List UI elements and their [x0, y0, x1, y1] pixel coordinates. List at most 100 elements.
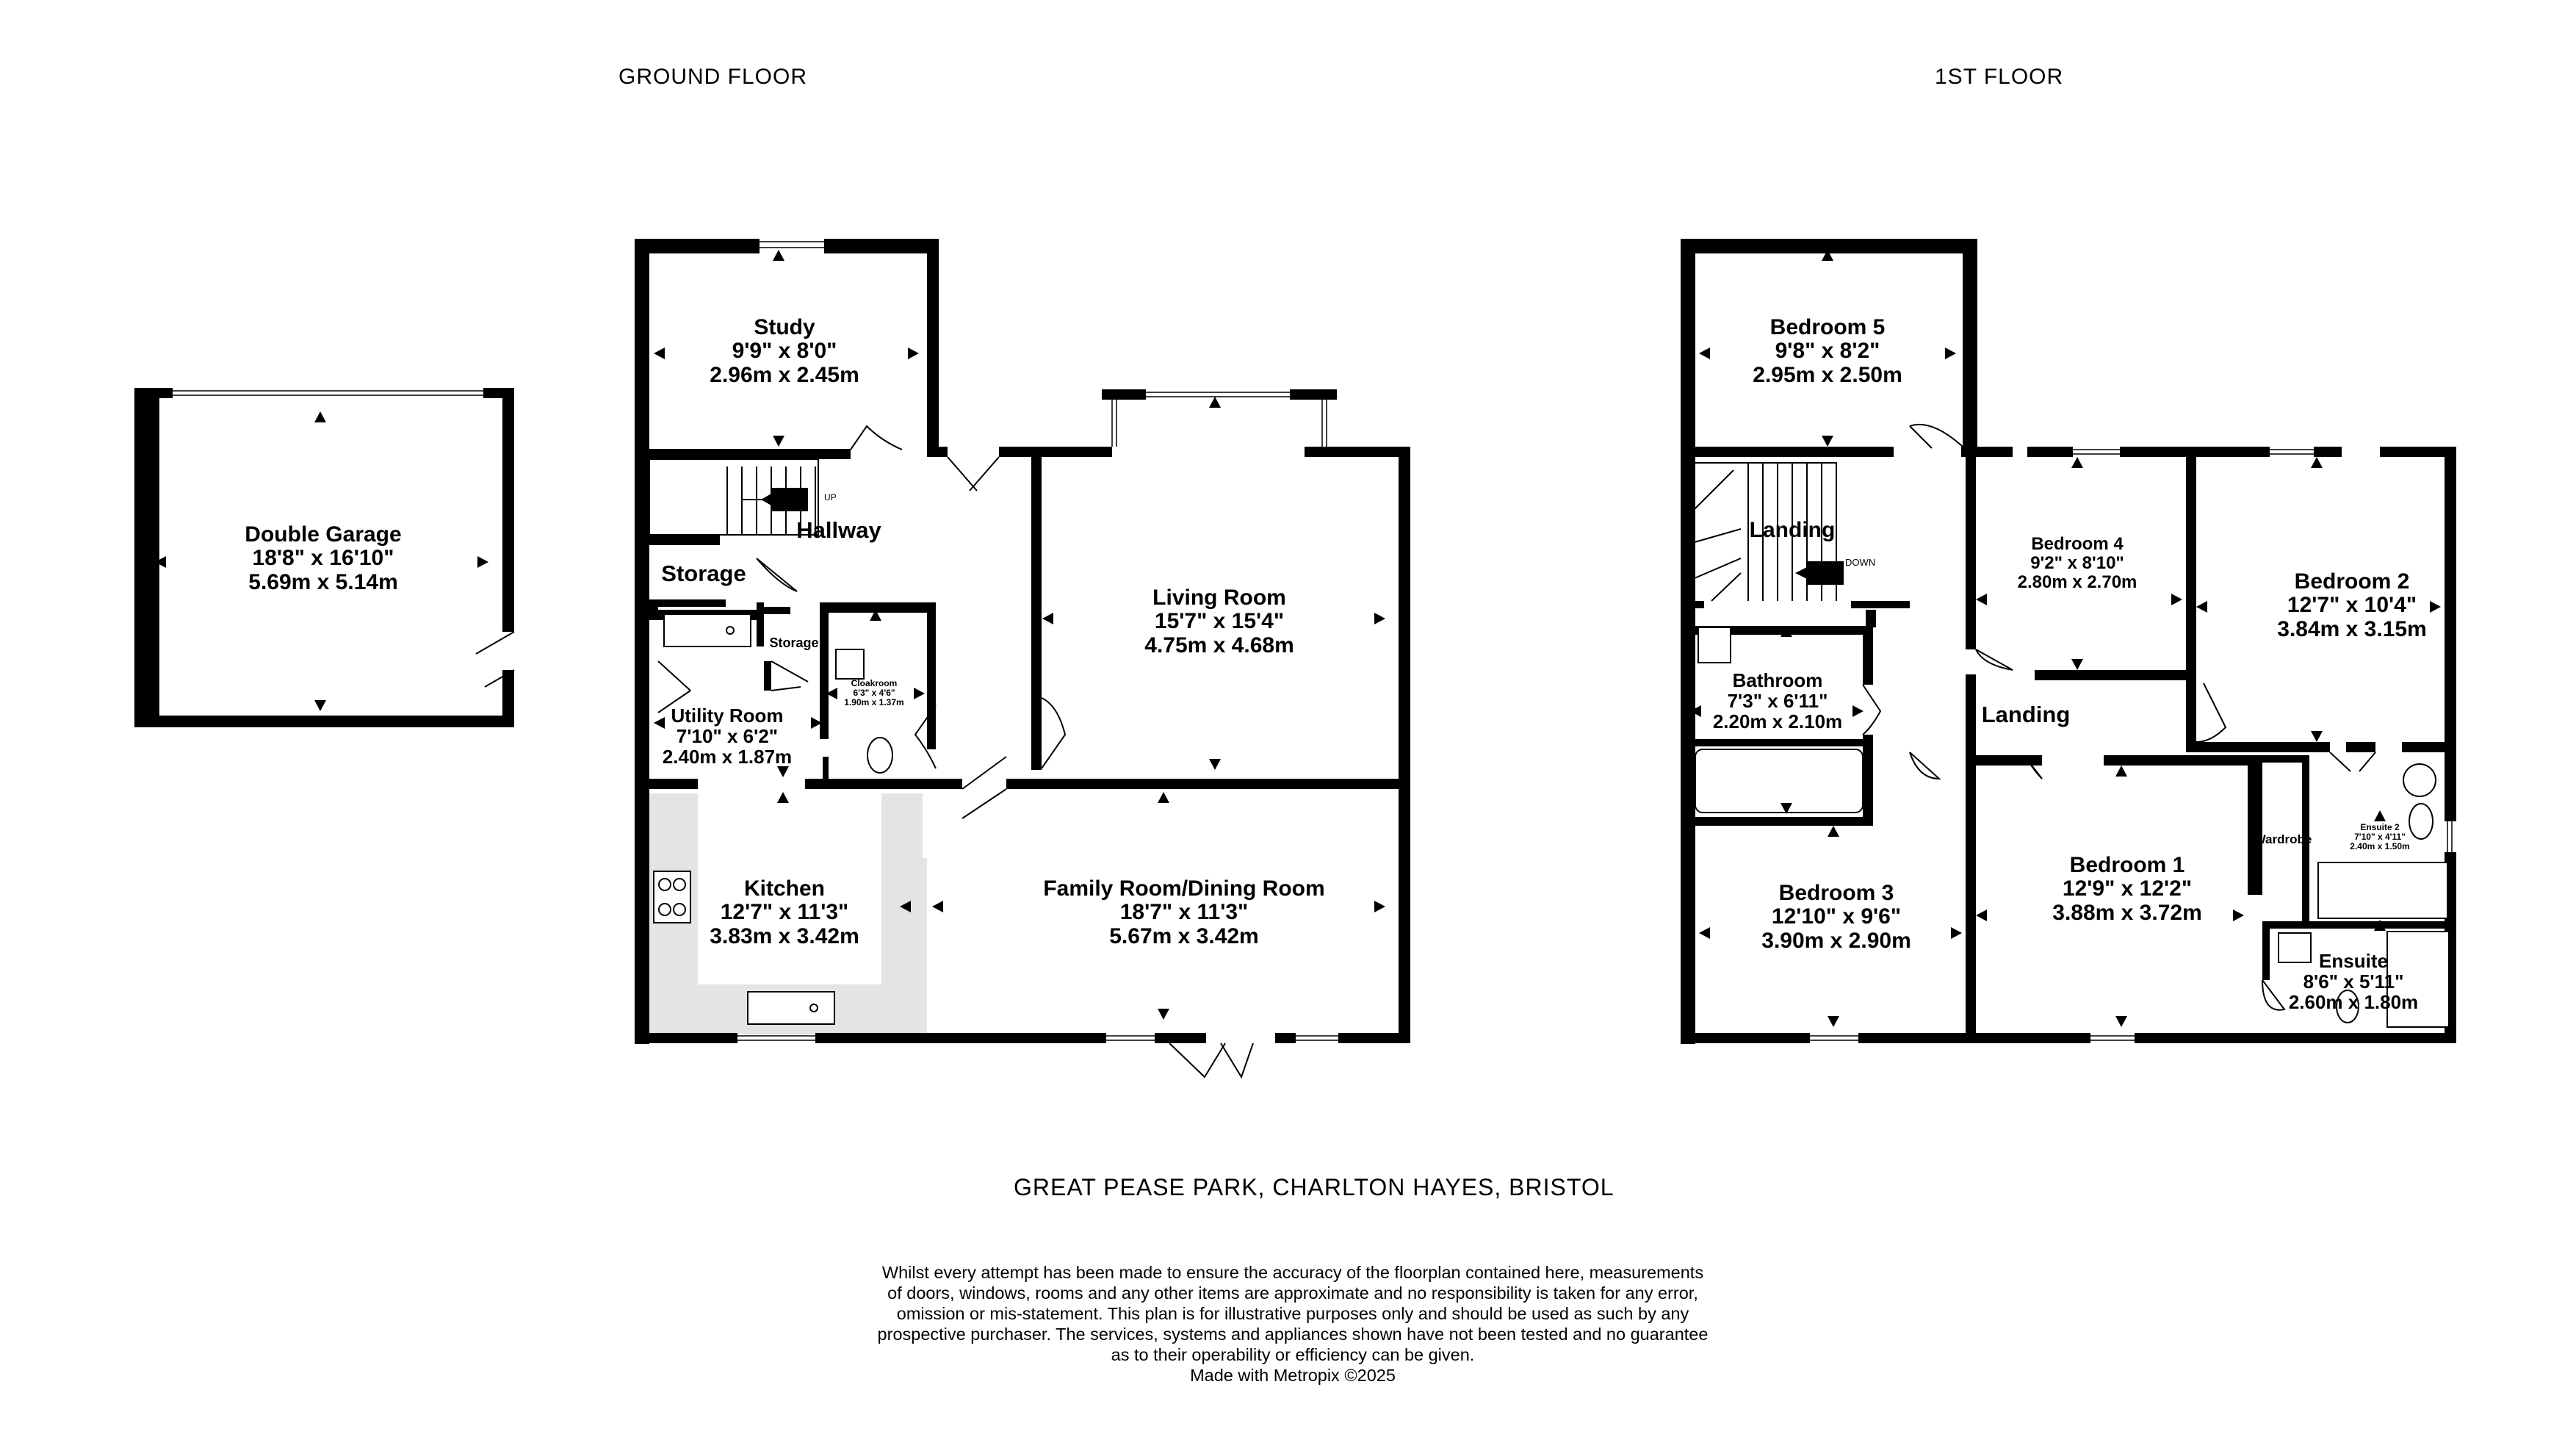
room-storage-small: Storage [769, 635, 819, 650]
room-metric: 5.67m x 3.42m [1109, 923, 1259, 948]
room-ensuite: Ensuite 8'6" x 5'11" 2.60m x 1.80m [2289, 951, 2418, 1012]
room-name: Bedroom 2 [2294, 569, 2410, 594]
disclaimer-line: Whilst every attempt has been made to en… [881, 1263, 1704, 1282]
room-name: Bedroom 1 [2069, 853, 2185, 877]
room-name: Landing [1749, 518, 1836, 542]
room-bedroom-5: Bedroom 5 9'8" x 8'2" 2.95m x 2.50m [1753, 315, 1902, 387]
stair-down-label: DOWN [1845, 557, 1876, 568]
disclaimer-line: omission or mis-statement. This plan is … [896, 1304, 1689, 1323]
room-metric: 3.90m x 2.90m [1761, 928, 1911, 953]
room-metric: 2.40m x 1.87m [662, 746, 793, 768]
staircase-first [1689, 462, 1837, 602]
room-hallway: Hallway [796, 517, 881, 543]
room-name: Living Room [1152, 586, 1286, 610]
room-kitchen: Kitchen 12'7" x 11'3" 3.83m x 3.42m [710, 876, 859, 948]
room-wardrobe: Wardrobe [2254, 832, 2312, 846]
room-imperial: 6'3" x 4'6" [853, 687, 895, 698]
room-utility: Utility Room 7'10" x 6'2" 2.40m x 1.87m [663, 705, 792, 767]
kitchen-sink [747, 991, 835, 1025]
room-metric: 4.75m x 4.68m [1144, 633, 1294, 658]
kitchen-hob [653, 871, 691, 923]
room-living: Living Room 15'7" x 15'4" 4.75m x 4.68m [1144, 586, 1294, 658]
room-name: Bedroom 3 [1778, 881, 1894, 905]
room-metric: 1.90m x 1.37m [844, 696, 904, 707]
room-name: Study [754, 315, 815, 339]
room-bedroom-4: Bedroom 4 9'2" x 8'10" 2.80m x 2.70m [2018, 535, 2137, 592]
bath [1695, 749, 1864, 813]
room-imperial: 8'6" x 5'11" [2303, 970, 2404, 993]
room-name: Storage [661, 561, 746, 586]
dimension-arrows [155, 250, 2441, 1027]
room-metric: 2.20m x 2.10m [1712, 710, 1843, 733]
room-metric: 3.83m x 3.42m [710, 923, 859, 948]
room-name: Bedroom 5 [1769, 315, 1886, 339]
room-name: Storage [769, 635, 819, 650]
room-bedroom-1: Bedroom 1 12'9" x 12'2" 3.88m x 3.72m [2052, 853, 2202, 925]
room-imperial: 15'7" x 15'4" [1154, 609, 1285, 634]
room-metric: 3.88m x 3.72m [2052, 900, 2202, 925]
stair-up-label: UP [824, 492, 837, 503]
kitchen-floor-cutout [698, 793, 881, 984]
room-ensuite-2: Ensuite 2 7'10" x 4'11" 2.40m x 1.50m [2350, 823, 2409, 851]
room-imperial: 12'7" x 11'3" [720, 900, 849, 925]
property-address: GREAT PEASE PARK, CHARLTON HAYES, BRISTO… [1014, 1174, 1614, 1200]
room-imperial: 12'10" x 9'6" [1771, 904, 1902, 929]
room-name: Hallway [796, 517, 881, 543]
room-name: Bedroom 4 [2031, 534, 2124, 554]
disclaimer: Whilst every attempt has been made to en… [845, 1262, 1741, 1386]
doors [475, 423, 2376, 1079]
utility-sink [663, 613, 751, 647]
room-metric: 2.80m x 2.70m [2017, 572, 2137, 592]
room-bedroom-3: Bedroom 3 12'10" x 9'6" 3.90m x 2.90m [1761, 881, 1911, 953]
stair-up-arrow [761, 488, 808, 511]
disclaimer-line: of doors, windows, rooms and any other i… [887, 1283, 1698, 1303]
room-metric: 2.95m x 2.50m [1753, 362, 1902, 387]
room-metric: 2.40m x 1.50m [2350, 840, 2410, 851]
cloakroom-toilet [867, 737, 893, 774]
ground-floor-title: GROUND FLOOR [618, 65, 808, 89]
stair-down-arrow [1795, 561, 1844, 585]
credit: Made with Metropix ©2025 [1190, 1366, 1396, 1385]
room-cloakroom: Cloakroom 6'3" x 4'6" 1.90m x 1.37m [844, 679, 903, 707]
room-storage: Storage [661, 561, 746, 586]
room-name: Wardrobe [2254, 832, 2312, 846]
disclaimer-line: prospective purchaser. The services, sys… [877, 1325, 1709, 1344]
fixtures [653, 613, 2450, 1028]
room-metric: 2.96m x 2.45m [710, 362, 859, 387]
first-floor-walls [1681, 239, 2456, 1044]
room-landing-upper: Landing [1749, 518, 1836, 542]
room-imperial: 9'9" x 8'0" [732, 339, 837, 364]
room-metric: 5.69m x 5.14m [248, 569, 398, 594]
room-imperial: 7'10" x 4'11" [2354, 831, 2406, 842]
room-name: Family Room/Dining Room [1043, 876, 1325, 901]
room-family-dining: Family Room/Dining Room 18'7" x 11'3" 5.… [1043, 876, 1325, 948]
room-imperial: 7'3" x 6'11" [1727, 690, 1828, 713]
room-imperial: 7'10" x 6'2" [676, 725, 779, 748]
room-name: Bathroom [1732, 669, 1823, 691]
room-bedroom-2: Bedroom 2 12'7" x 10'4" 3.84m x 3.15m [2277, 569, 2427, 641]
room-metric: 2.60m x 1.80m [2288, 991, 2419, 1014]
room-name: Landing [1981, 702, 2071, 727]
room-double-garage: Double Garage 18'8" x 16'10" 5.69m x 5.1… [245, 522, 402, 594]
windows [173, 241, 2453, 1041]
room-imperial: 9'2" x 8'10" [2030, 552, 2124, 573]
room-name: Ensuite 2 [2360, 822, 2400, 832]
room-name: Kitchen [743, 876, 826, 901]
room-name: Double Garage [245, 522, 402, 547]
shower-tray [2317, 862, 2448, 919]
room-landing-main: Landing [1982, 702, 2071, 727]
room-name: Ensuite [2319, 950, 2388, 972]
room-imperial: 9'8" x 8'2" [1775, 339, 1880, 364]
disclaimer-line: as to their operability or efficiency ca… [1111, 1345, 1475, 1364]
room-imperial: 12'9" x 12'2" [2062, 876, 2193, 901]
room-bathroom: Bathroom 7'3" x 6'11" 2.20m x 2.10m [1713, 670, 1842, 732]
ground-floor-walls [134, 239, 1410, 1044]
first-floor-title: 1ST FLOOR [1935, 65, 2064, 89]
room-imperial: 18'7" x 11'3" [1119, 900, 1249, 925]
room-metric: 3.84m x 3.15m [2277, 616, 2427, 641]
room-study: Study 9'9" x 8'0" 2.96m x 2.45m [710, 315, 859, 387]
room-name: Utility Room [671, 705, 784, 727]
room-name: Cloakroom [851, 678, 898, 688]
room-imperial: 12'7" x 10'4" [2287, 593, 2417, 618]
